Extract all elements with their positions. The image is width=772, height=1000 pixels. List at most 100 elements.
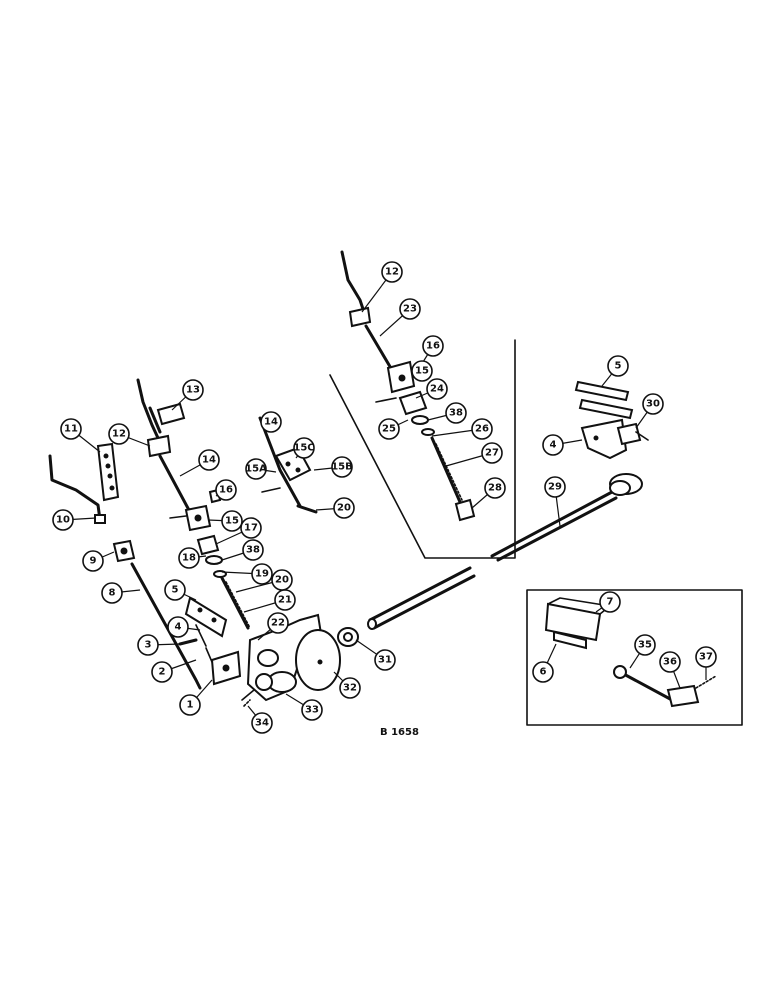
callout-circle bbox=[331, 456, 353, 478]
callout-6: 6 bbox=[532, 661, 554, 683]
lever-rod-12-left bbox=[136, 378, 172, 458]
callout-circle bbox=[82, 550, 104, 572]
callout-circle bbox=[542, 434, 564, 456]
callout-circle bbox=[532, 661, 554, 683]
callout-circle bbox=[240, 517, 262, 539]
inset-clevis-36-37 bbox=[666, 675, 717, 708]
callout-20: 20 bbox=[271, 569, 293, 591]
callout-label: 25 bbox=[382, 424, 396, 435]
callout-1: 1 bbox=[179, 694, 201, 716]
plate-1 bbox=[210, 650, 242, 686]
callout-circle bbox=[445, 402, 467, 424]
callout-label: 28 bbox=[488, 483, 502, 494]
callout-label: 32 bbox=[343, 683, 357, 694]
threaded-rod-20-21 bbox=[220, 576, 251, 630]
callout-circle bbox=[178, 547, 200, 569]
callout-18: 18 bbox=[178, 547, 200, 569]
callout-label: 17 bbox=[244, 523, 258, 534]
callout-circle bbox=[381, 261, 403, 283]
callout-circle bbox=[164, 579, 186, 601]
callout-circle bbox=[137, 634, 159, 656]
callout-label: 36 bbox=[663, 657, 677, 668]
callout-circle bbox=[52, 509, 74, 531]
callout-label: 8 bbox=[109, 588, 116, 599]
callout-38: 38 bbox=[242, 539, 264, 561]
callout-circle bbox=[267, 612, 289, 634]
callout-4: 4 bbox=[542, 434, 564, 456]
callout-label: 2 bbox=[159, 667, 166, 678]
callout-21: 21 bbox=[274, 589, 296, 611]
inset-detail-frame bbox=[526, 589, 743, 726]
callout-label: 15 bbox=[415, 366, 429, 377]
callout-label: 34 bbox=[255, 718, 269, 729]
callout-14: 14 bbox=[198, 449, 220, 471]
callout-label: 18 bbox=[182, 553, 196, 564]
callout-15B: 15B bbox=[331, 456, 353, 478]
callout-label: 23 bbox=[403, 304, 417, 315]
callout-circle bbox=[301, 699, 323, 721]
callout-27: 27 bbox=[481, 442, 503, 464]
callout-circle bbox=[339, 677, 361, 699]
callout-label: 15A bbox=[245, 464, 267, 475]
callout-29: 29 bbox=[544, 476, 566, 498]
callout-circle bbox=[108, 423, 130, 445]
callout-circle bbox=[544, 476, 566, 498]
callout-label: 11 bbox=[64, 424, 78, 435]
callout-25: 25 bbox=[378, 418, 400, 440]
callout-circle bbox=[245, 458, 267, 480]
callout-circle bbox=[695, 646, 717, 668]
callout-label: 16 bbox=[426, 341, 440, 352]
section-divider-lines bbox=[329, 339, 743, 726]
callout-label: 38 bbox=[246, 545, 260, 556]
callout-circle bbox=[333, 497, 355, 519]
lever-rod-10 bbox=[48, 454, 106, 524]
callout-label: 20 bbox=[275, 575, 289, 586]
callout-label: 31 bbox=[378, 655, 392, 666]
callout-24: 24 bbox=[426, 378, 448, 400]
drawing-code: B 1658 bbox=[380, 727, 419, 738]
callout-label: 29 bbox=[548, 482, 562, 493]
callout-circle bbox=[251, 712, 273, 734]
callout-32: 32 bbox=[339, 677, 361, 699]
inset-bracket-6-7 bbox=[544, 597, 611, 650]
callout-circle bbox=[374, 649, 396, 671]
callout-label: 35 bbox=[638, 640, 652, 651]
lever-rod-12-upper bbox=[340, 250, 372, 328]
callout-label: 21 bbox=[278, 595, 292, 606]
callout-label: 19 bbox=[255, 569, 269, 580]
callout-12: 12 bbox=[381, 261, 403, 283]
clamp-15-upper bbox=[375, 360, 435, 436]
callout-38: 38 bbox=[445, 402, 467, 424]
callout-circle bbox=[399, 298, 421, 320]
bracket-5-4-left bbox=[184, 596, 228, 647]
callout-16: 16 bbox=[422, 335, 444, 357]
callout-15: 15 bbox=[221, 510, 243, 532]
callout-label: 5 bbox=[615, 361, 622, 372]
callout-label: 4 bbox=[175, 622, 182, 633]
plates-5-right bbox=[574, 380, 634, 420]
clamp-15-left bbox=[169, 488, 222, 532]
callout-circle bbox=[659, 651, 681, 673]
shaft-tube-lower bbox=[367, 566, 476, 630]
callout-circle bbox=[179, 694, 201, 716]
callout-circle bbox=[422, 335, 444, 357]
disc-32 bbox=[295, 629, 341, 691]
callout-31: 31 bbox=[374, 649, 396, 671]
callout-label: 15B bbox=[331, 462, 353, 473]
callout-circle bbox=[198, 449, 220, 471]
callout-label: 20 bbox=[337, 503, 351, 514]
callout-label: 4 bbox=[550, 440, 557, 451]
shaft-14-left bbox=[158, 454, 192, 514]
block-9 bbox=[112, 539, 136, 563]
callout-circle bbox=[167, 616, 189, 638]
callout-label: 7 bbox=[607, 597, 614, 608]
block-13 bbox=[156, 402, 186, 426]
callout-circle bbox=[411, 360, 433, 382]
callout-11: 11 bbox=[60, 418, 82, 440]
upper-group-divider bbox=[329, 339, 516, 559]
callout-35: 35 bbox=[634, 634, 656, 656]
cross-shaft-29 bbox=[490, 473, 643, 562]
callout-12: 12 bbox=[108, 423, 130, 445]
callout-33: 33 bbox=[301, 699, 323, 721]
